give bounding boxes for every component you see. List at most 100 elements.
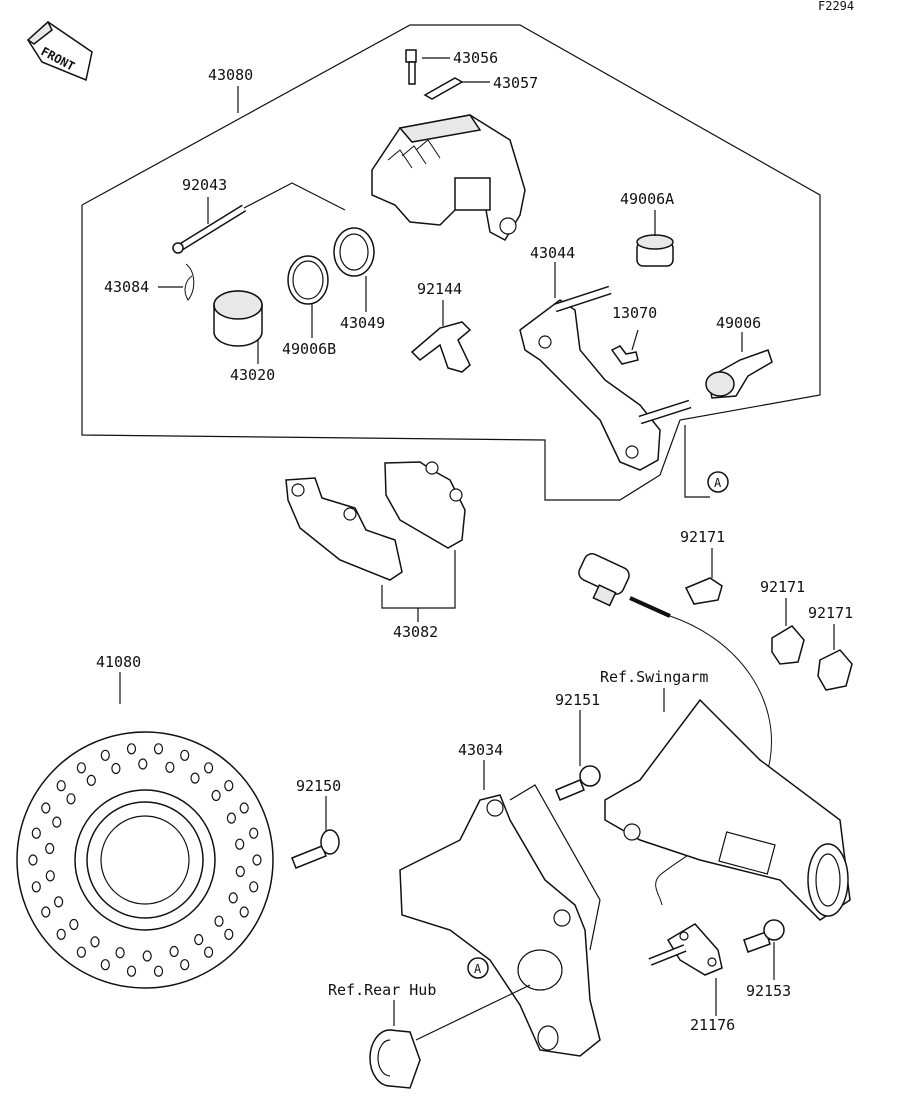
disc-vent-hole [31,881,41,893]
boot-49006 [705,349,773,399]
disc-vent-hole [249,881,259,893]
ref-swingarm: Ref.Swingarm [600,668,708,686]
label-92150: 92150 [296,777,341,795]
disc-vent-hole [31,827,41,839]
label-92171-b: 92171 [760,578,805,596]
boot-49006a [636,234,674,267]
disc-vent-hole [28,854,38,866]
disc-vent-hole [252,854,262,866]
disc-vent-hole [56,780,66,792]
label-92171-c: 92171 [808,604,853,622]
disc-vent-hole [41,802,51,814]
bolt-92151 [555,765,601,801]
clamp-92171-a [684,577,723,605]
caliper-mount-bracket [399,794,601,1057]
disc-vent-hole [52,816,62,828]
label-43084: 43084 [104,278,149,296]
disc-vent-hole [53,896,64,908]
disc-vent-hole [45,842,55,855]
disc-vent-hole [100,959,110,971]
disc-vent-hole [66,793,76,805]
swingarm [604,698,851,921]
label-92043: 92043 [182,176,227,194]
disc-vent-hole [56,928,66,940]
disc-vent-hole [180,959,190,971]
bolt-92153 [743,919,785,953]
callout-a-circle-top [707,471,729,493]
label-49006b: 49006B [282,340,336,358]
disc-bolt [291,829,340,869]
disc-vent-hole [69,918,79,931]
disc-vent-hole [111,762,121,775]
ref-rear-hub: Ref.Rear Hub [328,981,436,999]
disc-vent-hole [204,946,214,958]
disc-vent-hole [142,950,152,962]
disc-vent-hole [41,906,51,918]
sensor-bracket [648,923,723,976]
dust-seal-49006b [287,255,329,305]
disc-vent-hole [235,865,245,878]
disc-vent-hole [228,892,238,904]
label-43044: 43044 [530,244,575,262]
callout-a-top: A [714,476,722,490]
disc-vent-hole [169,945,179,958]
disc-vent-hole [153,965,164,977]
label-92144: 92144 [417,280,462,298]
disc-vent-hole [76,762,87,774]
disc-vent-hole [214,915,224,927]
brake-pad-left [285,477,403,581]
caliper-body [371,114,526,241]
disc-vent-hole [224,928,234,940]
figure-code: F2294 [818,0,854,13]
clamp-92171-c [817,649,853,691]
label-43082: 43082 [393,623,438,641]
label-43056: 43056 [453,49,498,67]
disc-vent-hole [138,758,148,770]
disc-vent-hole [239,802,249,814]
bleeder-cap [423,77,464,100]
label-49006: 49006 [716,314,761,332]
label-43020: 43020 [230,366,275,384]
label-49006a: 49006A [620,190,674,208]
label-92171-a: 92171 [680,528,725,546]
pin-clip [184,263,195,301]
bracket-clip [610,345,639,365]
disc-vent-hole [126,965,137,977]
disc-vent-hole [194,933,204,946]
hub-collar [369,1029,421,1089]
disc-vent-hole [45,870,55,882]
callout-a-circle-bottom [467,957,489,979]
disc-vent-hole [86,774,96,787]
disc-vent-hole [249,827,259,839]
caliper-piston [213,290,263,347]
label-43080: 43080 [208,66,253,84]
bleeder-valve [405,49,417,85]
label-13070: 13070 [612,304,657,322]
disc-vent-hole [153,743,164,755]
disc-vent-hole [100,749,110,761]
disc-vent-hole [190,772,200,784]
disc-vent-hole [235,838,245,850]
brake-disc [16,731,274,989]
disc-vent-hole [76,946,87,958]
disc-vent-hole [90,936,100,948]
disc-vent-hole [180,749,190,761]
front-arrow-icon: FRONT [26,20,93,82]
disc-vent-hole [165,761,175,773]
callout-a-bottom: A [474,962,482,976]
pad-pin [172,204,247,254]
piston-seal-43049 [333,227,375,277]
label-43057: 43057 [493,74,538,92]
label-92153: 92153 [746,982,791,1000]
caliper-bracket [519,285,692,471]
label-21176: 21176 [690,1016,735,1034]
disc-vent-hole [115,947,125,959]
disc-vent-hole [224,780,234,792]
disc-vent-hole [239,906,249,918]
clamp-92171-b [771,625,805,665]
label-92151: 92151 [555,691,600,709]
disc-vent-hole [226,812,236,824]
caliper-assembly-boundary [81,24,821,501]
disc-vent-hole [204,762,214,774]
